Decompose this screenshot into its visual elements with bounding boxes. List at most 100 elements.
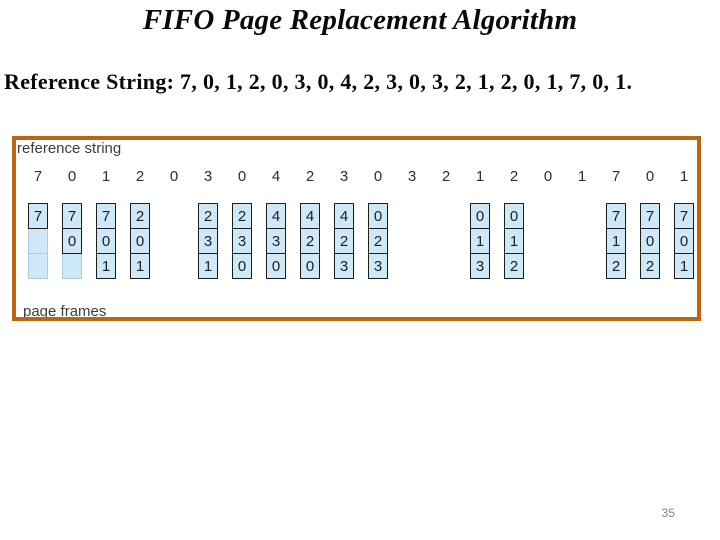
frame-cell: 2 [368, 228, 388, 254]
frame-cell: 0 [62, 228, 82, 254]
frame-column-slot [157, 203, 191, 279]
frame-cell: 7 [640, 203, 660, 229]
reference-number: 1 [475, 168, 485, 185]
frame-cell: 1 [130, 253, 150, 279]
reference-number: 1 [679, 168, 689, 185]
frame-cell: 2 [198, 203, 218, 229]
reference-number: 0 [67, 168, 77, 185]
frame-cell: 0 [674, 228, 694, 254]
reference-number: 0 [169, 168, 179, 185]
reference-number: 1 [577, 168, 587, 185]
frame-column-slot [531, 203, 565, 279]
frame-cell: 2 [300, 228, 320, 254]
frame-cell: 4 [300, 203, 320, 229]
frame-cell: 2 [504, 253, 524, 279]
frame-cell: 3 [368, 253, 388, 279]
frame-cell: 2 [606, 253, 626, 279]
reference-number: 2 [441, 168, 451, 185]
reference-number: 0 [645, 168, 655, 185]
reference-string-line: Reference String: 7, 0, 1, 2, 0, 3, 0, 4… [4, 69, 632, 95]
frame-cell: 7 [28, 203, 48, 229]
frame-cell [62, 253, 82, 279]
frame-cell: 3 [232, 228, 252, 254]
reference-string-caption: reference string [17, 140, 122, 157]
frame-cell: 3 [334, 253, 354, 279]
reference-number: 0 [543, 168, 553, 185]
frame-cell: 1 [96, 253, 116, 279]
frame-cell: 0 [368, 203, 388, 229]
frame-cell [28, 253, 48, 279]
reference-number: 7 [611, 168, 621, 185]
frame-column-slot: 7 [21, 203, 55, 279]
reference-number: 0 [373, 168, 383, 185]
frame-cell: 7 [96, 203, 116, 229]
frame-cell: 2 [130, 203, 150, 229]
frame-cell: 3 [198, 228, 218, 254]
frame-cell: 0 [300, 253, 320, 279]
page-frames-caption: page frames [23, 303, 107, 320]
frame-column-slot [429, 203, 463, 279]
frame-cell: 2 [640, 253, 660, 279]
frame-cell: 2 [334, 228, 354, 254]
frame-column-slot [565, 203, 599, 279]
frame-cell: 0 [96, 228, 116, 254]
frame-column: 7 [28, 203, 48, 279]
reference-string-label: Reference String: [4, 69, 175, 94]
frame-cell: 3 [470, 253, 490, 279]
frame-cell: 7 [606, 203, 626, 229]
reference-string-values: 7, 0, 1, 2, 0, 3, 0, 4, 2, 3, 0, 3, 2, 1… [174, 69, 633, 94]
frame-cell: 0 [504, 203, 524, 229]
frame-cell: 1 [470, 228, 490, 254]
frame-column-slot [395, 203, 429, 279]
reference-number: 2 [305, 168, 315, 185]
frame-cell: 7 [62, 203, 82, 229]
frame-cell: 0 [232, 253, 252, 279]
frame-cell: 0 [470, 203, 490, 229]
slide-page-number: 35 [661, 506, 675, 520]
frame-cell: 2 [232, 203, 252, 229]
frame-cell: 4 [266, 203, 286, 229]
frame-cell: 0 [640, 228, 660, 254]
reference-number: 2 [509, 168, 519, 185]
reference-number: 0 [237, 168, 247, 185]
reference-number: 4 [271, 168, 281, 185]
reference-number: 1 [101, 168, 111, 185]
frame-cell: 0 [130, 228, 150, 254]
frame-cell [28, 228, 48, 254]
frame-cell: 4 [334, 203, 354, 229]
frame-cell: 1 [674, 253, 694, 279]
reference-number: 3 [203, 168, 213, 185]
slide-title: FIFO Page Replacement Algorithm [142, 4, 578, 36]
frame-cell: 1 [606, 228, 626, 254]
frame-cell: 0 [266, 253, 286, 279]
reference-number: 3 [407, 168, 417, 185]
frame-cell: 1 [198, 253, 218, 279]
frame-cell: 7 [674, 203, 694, 229]
